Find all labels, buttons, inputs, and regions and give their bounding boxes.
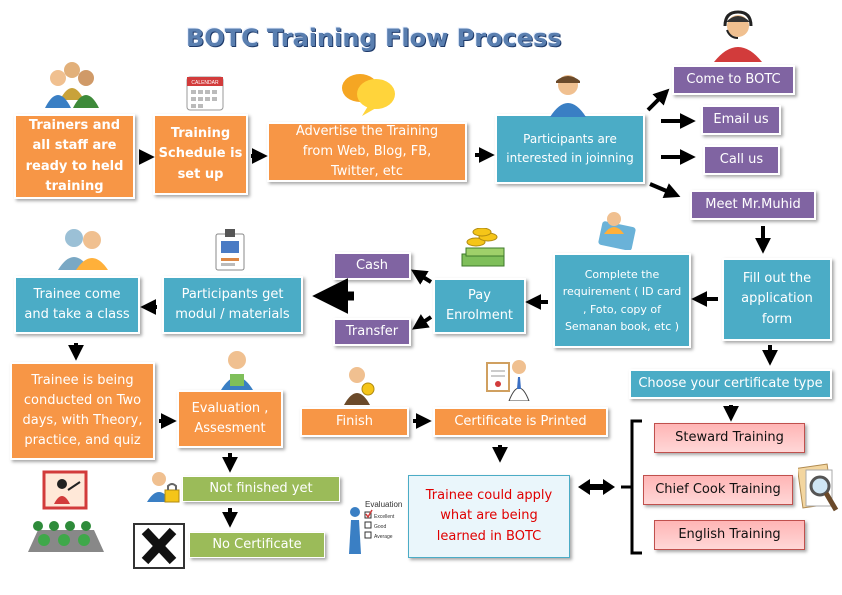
node-email-us-text: Email us <box>713 111 769 127</box>
node-choose-certificate: Choose your certificate type <box>629 369 832 399</box>
node-pay-enrolment-text: Pay Enrolment <box>445 287 514 323</box>
evaluation-person-icon <box>221 351 253 390</box>
node-trainers-ready: Trainers and all staff are ready to held… <box>14 114 135 199</box>
eval-option-average: Average <box>374 534 393 540</box>
node-trainee-come: Trainee come and take a class <box>14 276 140 334</box>
eval-title-label: Evaluation <box>365 500 402 509</box>
node-trainee-apply: Trainee could apply what are being learn… <box>408 475 570 558</box>
evaluation-form-icon: Evaluation Excellent Good Average <box>349 500 402 554</box>
node-evaluation-text: Evaluation , Assesment <box>191 400 269 436</box>
node-choose-certificate-text: Choose your certificate type <box>638 375 823 391</box>
finish-person-icon <box>344 367 375 405</box>
money-stack-icon <box>461 228 505 267</box>
node-transfer-text: Transfer <box>345 323 399 339</box>
node-call-us: Call us <box>703 145 780 175</box>
node-trainee-come-text: Trainee come and take a class <box>24 286 130 322</box>
node-come-to-botc: Come to BOTC <box>672 65 795 95</box>
node-chief-cook-training-text: Chief Cook Training <box>655 481 781 497</box>
node-no-certificate: No Certificate <box>189 532 325 558</box>
node-participants-get-modul-text: Participants get modul / materials <box>175 286 290 322</box>
node-certificate-printed: Certificate is Printed <box>433 407 608 437</box>
arrow-pay-to-cash <box>410 269 433 285</box>
node-participants-interested-text: Participants are interested in joinning <box>506 132 634 165</box>
node-trainee-apply-text: Trainee could apply what are being learn… <box>425 488 553 544</box>
locked-person-icon <box>147 472 180 503</box>
folder-person-icon <box>598 212 636 250</box>
node-trainee-conducted: Trainee is being conducted on Two days, … <box>10 362 155 460</box>
node-training-schedule-text: Training Schedule is set up <box>158 126 243 182</box>
page-title: BOTC Training Flow Process <box>186 24 562 52</box>
node-not-finished: Not finished yet <box>182 476 340 502</box>
arrow-pay-to-transfer <box>412 314 433 330</box>
node-trainee-conducted-text: Trainee is being conducted on Two days, … <box>22 372 143 449</box>
node-training-schedule: Training Schedule is set up <box>153 114 248 195</box>
search-document-icon <box>798 463 839 512</box>
node-complete-requirement: Complete the requirement ( ID card , Fot… <box>553 253 691 348</box>
node-cash: Cash <box>333 252 411 280</box>
node-evaluation: Evaluation , Assesment <box>177 390 283 448</box>
node-english-training: English Training <box>654 520 805 550</box>
arrow-to-come-botc <box>646 88 670 112</box>
teacher-class-icon <box>28 470 104 552</box>
trainees-group-icon <box>58 229 108 270</box>
node-finish: Finish <box>300 407 409 437</box>
certificate-icon <box>486 360 530 401</box>
arrow-to-meet <box>649 182 681 199</box>
node-certificate-printed-text: Certificate is Printed <box>454 413 587 429</box>
node-advertise: Advertise the Training from Web, Blog, F… <box>267 122 467 182</box>
node-meet-mr-muhid-text: Meet Mr.Muhid <box>705 196 801 212</box>
node-come-to-botc-text: Come to BOTC <box>686 71 781 87</box>
node-advertise-text: Advertise the Training from Web, Blog, F… <box>295 123 439 180</box>
node-trainers-ready-text: Trainers and all staff are ready to held… <box>25 118 124 194</box>
node-fill-out-form: Fill out the application form <box>722 258 832 341</box>
eval-option-excellent: Excellent <box>374 514 395 520</box>
chat-bubbles-icon <box>342 74 395 116</box>
training-bracket <box>630 419 642 555</box>
node-participants-get-modul: Participants get modul / materials <box>162 276 303 334</box>
arrow-apply-bracket-double <box>578 479 615 495</box>
no-certificate-x-icon <box>133 523 185 569</box>
node-fill-out-form-text: Fill out the application form <box>741 271 813 327</box>
id-card-icon <box>215 229 245 271</box>
node-participants-interested: Participants are interested in joinning <box>495 114 645 184</box>
node-complete-requirement-text: Complete the requirement ( ID card , Fot… <box>562 268 682 333</box>
node-finish-text: Finish <box>335 413 373 429</box>
node-call-us-text: Call us <box>719 151 764 167</box>
call-center-icon <box>714 10 762 62</box>
participant-person-icon <box>550 75 586 117</box>
staff-group-icon <box>45 62 99 108</box>
node-chief-cook-training: Chief Cook Training <box>643 475 793 505</box>
node-meet-mr-muhid: Meet Mr.Muhid <box>690 190 816 220</box>
node-steward-training: Steward Training <box>654 423 805 453</box>
calendar-label: CALENDAR <box>191 80 219 86</box>
calendar-icon: CALENDAR <box>186 76 224 111</box>
node-steward-training-text: Steward Training <box>675 429 784 445</box>
eval-option-good: Good <box>374 524 386 530</box>
node-cash-text: Cash <box>355 257 389 273</box>
node-not-finished-text: Not finished yet <box>209 480 313 496</box>
node-no-certificate-text: No Certificate <box>212 536 302 552</box>
node-transfer: Transfer <box>333 318 411 346</box>
node-english-training-text: English Training <box>678 526 781 542</box>
node-pay-enrolment: Pay Enrolment <box>433 278 526 334</box>
node-email-us: Email us <box>701 105 781 135</box>
